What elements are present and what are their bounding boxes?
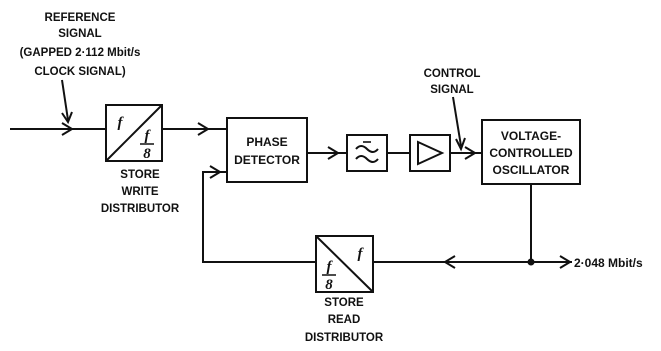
reference-pointer-head	[61, 111, 73, 125]
read-label-3: DISTRIBUTOR	[305, 332, 384, 344]
read-label-2: READ	[328, 314, 361, 326]
read-distributor-f: f	[358, 246, 365, 262]
amp-to-vco-arrow	[464, 146, 477, 160]
write-distributor-diagonal	[105, 104, 163, 162]
output-rate-label: 2·048 Mbit/s	[574, 256, 643, 270]
reference-line-2: SIGNAL	[58, 28, 101, 40]
read-distributor-diagonal	[315, 235, 374, 293]
write-distributor-label: STORE WRITE DISTRIBUTOR	[101, 169, 180, 215]
vco-box	[481, 119, 581, 185]
feedback-arrow	[443, 255, 456, 269]
filter-box	[346, 134, 388, 172]
control-line-1: CONTROL	[424, 68, 481, 80]
phase-to-filter-arrow	[327, 146, 340, 160]
reference-signal-label: REFERENCE SIGNAL (GAPPED 2·112 Mbit/s CL…	[20, 12, 141, 78]
output-arrow	[559, 255, 572, 269]
filter-wave-top	[355, 145, 379, 153]
store-read-distributor: f f 8	[315, 235, 374, 293]
phase-detector-box	[226, 117, 308, 183]
write-label-2: WRITE	[121, 186, 158, 198]
lowpass-filter	[346, 134, 388, 172]
voltage-controlled-oscillator: VOLTAGE- CONTROLLED OSCILLATOR	[481, 119, 581, 185]
input-arrow	[61, 122, 74, 136]
control-signal-label: CONTROL SIGNAL	[424, 68, 481, 96]
reference-pointer	[61, 79, 69, 121]
control-pointer	[452, 96, 462, 147]
write-to-phase-arrow	[197, 122, 210, 136]
read-distributor-label: STORE READ DISTRIBUTOR	[305, 297, 384, 344]
feedback-into-phase-arrow	[209, 165, 222, 179]
phase-detector: PHASE DETECTOR	[226, 117, 308, 183]
write-distributor-denominator: 8	[143, 146, 151, 162]
reference-line-4: CLOCK SIGNAL)	[34, 66, 126, 78]
write-label-1: STORE	[120, 169, 160, 181]
reference-line-1: REFERENCE	[45, 12, 116, 24]
read-distributor-numerator: f	[327, 259, 334, 275]
filter-wave-bottom	[355, 155, 379, 163]
amplifier	[409, 134, 451, 172]
read-distributor-denominator: 8	[325, 277, 333, 293]
read-label-1: STORE	[324, 297, 364, 309]
reference-line-3: (GAPPED 2·112 Mbit/s	[20, 47, 141, 59]
write-distributor-f: f	[118, 115, 125, 131]
feedback-line-left	[202, 171, 316, 263]
control-pointer-head	[455, 137, 466, 152]
phase-detector-line-2: DETECTOR	[234, 153, 300, 167]
store-write-distributor: f f 8	[105, 104, 163, 162]
phase-detector-line-1: PHASE	[246, 135, 287, 149]
vco-line-2: CONTROLLED	[489, 146, 573, 160]
vco-line-1: VOLTAGE-	[501, 129, 561, 143]
write-label-3: DISTRIBUTOR	[101, 203, 180, 215]
write-distributor-numerator: f	[145, 128, 152, 144]
amplifier-triangle-icon	[417, 140, 445, 166]
control-line-2: SIGNAL	[430, 84, 473, 96]
vco-line-3: OSCILLATOR	[493, 163, 570, 177]
